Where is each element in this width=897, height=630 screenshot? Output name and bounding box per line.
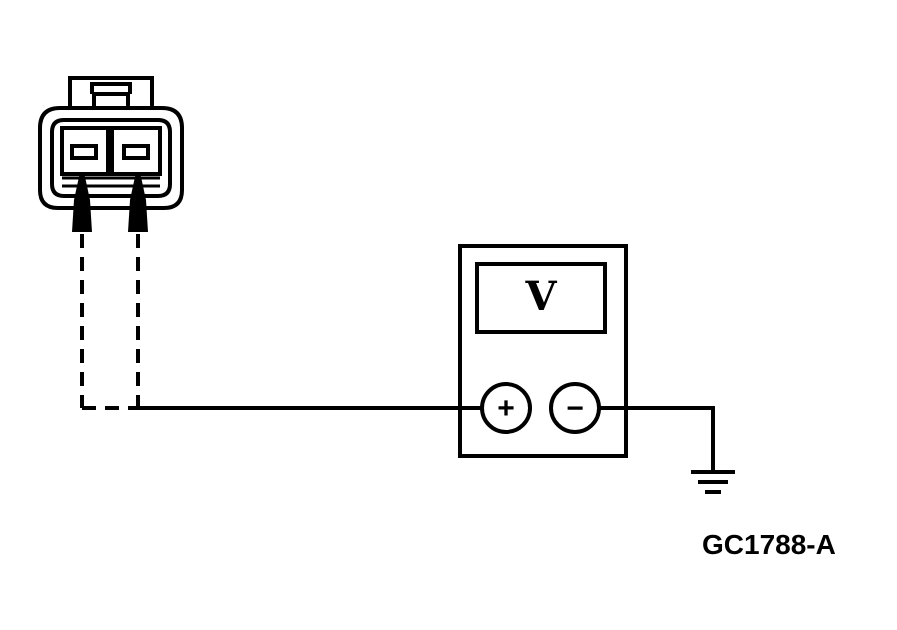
pin-terminal-1	[70, 144, 98, 160]
figure-id: GC1788-A	[702, 529, 836, 560]
meter-display	[475, 262, 607, 334]
pin-terminal-2	[122, 144, 150, 160]
meter-display-label: V	[524, 273, 557, 320]
connector-latch	[68, 76, 154, 108]
ground-lead-wire	[599, 406, 715, 470]
pin-cavity-1	[60, 126, 110, 176]
connector	[38, 76, 184, 232]
positive-terminal-label: +	[497, 392, 515, 425]
probe-leads	[80, 234, 140, 410]
negative-terminal-label: −	[566, 392, 584, 425]
connector-body	[38, 106, 184, 210]
probe-tip-2	[128, 172, 148, 232]
pin-cavity-2	[110, 126, 162, 176]
meter-body	[458, 244, 628, 458]
ground-icon	[691, 470, 735, 494]
voltmeter: V + −	[458, 244, 628, 458]
probe-tip-1	[72, 172, 92, 232]
positive-terminal	[480, 382, 532, 434]
